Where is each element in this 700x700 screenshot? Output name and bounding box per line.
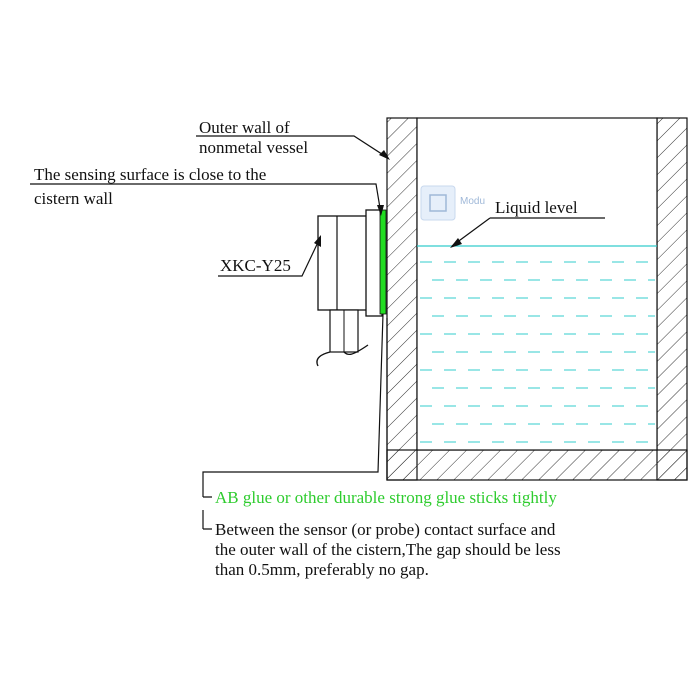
label-sensor-model: XKC-Y25	[220, 256, 291, 275]
arrow-sensor-model	[314, 235, 321, 247]
arrowheads	[314, 150, 462, 248]
liquid-dashes	[420, 261, 655, 443]
label-sensing-line1: The sensing surface is close to the	[34, 165, 266, 184]
leader-glue	[202, 313, 384, 498]
vessel-bottom-wall	[386, 449, 688, 481]
label-sensing-line2: cistern wall	[34, 189, 113, 208]
label-gap-line1: Between the sensor (or probe) contact su…	[215, 520, 556, 539]
label-outer-wall-line2: nonmetal vessel	[199, 138, 308, 157]
sensor-body	[317, 215, 369, 311]
label-gap-line3: than 0.5mm, preferably no gap.	[215, 560, 429, 579]
label-outer-wall-line1: Outer wall of	[199, 118, 290, 137]
vessel-right-wall	[656, 117, 688, 481]
watermark: Modu	[420, 185, 485, 221]
label-liquid-level: Liquid level	[495, 198, 578, 217]
chip-icon-core	[429, 194, 447, 212]
arrow-outer-wall	[379, 150, 390, 160]
label-glue: AB glue or other durable strong glue sti…	[215, 488, 557, 507]
vessel-left-wall	[386, 117, 418, 481]
leader-lines	[30, 135, 605, 530]
sensor	[316, 209, 387, 367]
glue-strip	[379, 209, 387, 315]
leader-gap	[202, 318, 388, 530]
watermark-text: Modu	[460, 196, 485, 207]
vessel-interior	[416, 117, 658, 451]
sensor-cable	[316, 344, 369, 367]
leader-outer-wall	[196, 135, 389, 159]
leader-sensing-surface	[30, 183, 382, 215]
leader-sensor-model	[218, 237, 321, 277]
label-gap-line2: the outer wall of the cistern,The gap sh…	[215, 540, 561, 559]
vessel	[386, 117, 688, 481]
arrow-liquid-level	[450, 238, 462, 248]
chip-icon	[420, 185, 456, 221]
liquid	[417, 245, 657, 443]
arrow-sensing-surface	[377, 205, 384, 216]
